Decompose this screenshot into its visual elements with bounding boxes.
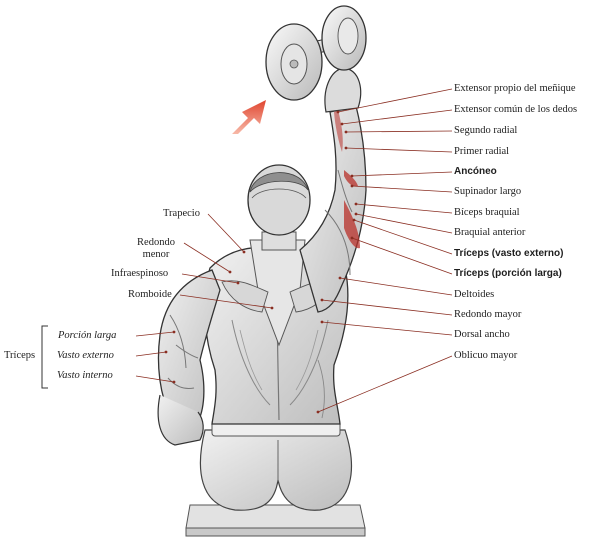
leader-dot	[172, 330, 176, 334]
leader-line	[135, 331, 175, 337]
highlight-triceps	[344, 200, 360, 249]
label-braquial-anterior: Braquial anterior	[454, 227, 526, 238]
leader-line	[355, 213, 453, 234]
label-triceps-vasto-externo: Tríceps (vasto externo)	[454, 248, 564, 259]
head	[247, 164, 311, 251]
label-oblicuo-mayor: Oblicuo mayor	[454, 350, 518, 361]
leader-dot	[350, 174, 354, 178]
leader-line	[351, 185, 453, 193]
triceps-bracket	[41, 325, 48, 389]
leader-dot	[242, 250, 246, 254]
label-supinador-largo: Supinador largo	[454, 186, 522, 197]
leader-dot	[350, 236, 354, 240]
leader-dot	[354, 212, 358, 216]
leader-line	[321, 321, 453, 336]
leader-line	[339, 277, 453, 296]
label-porcion-larga: Porción larga	[58, 330, 117, 341]
leader-dot	[354, 202, 358, 206]
leader-lines	[135, 88, 453, 414]
highlight-anconeus	[344, 170, 358, 187]
leader-dot	[270, 306, 274, 310]
highlight-forearm	[334, 110, 343, 152]
leader-dot	[320, 320, 324, 324]
label-segundo-radial: Segundo radial	[454, 125, 518, 136]
leader-line	[355, 203, 453, 214]
triceps-group-title: Tríceps	[4, 350, 36, 361]
label-infraespinoso: Infraespinoso	[111, 268, 169, 279]
leader-dot	[344, 146, 348, 150]
label-vasto-interno: Vasto interno	[57, 370, 113, 381]
leader-dot	[350, 184, 354, 188]
leader-dot	[344, 130, 348, 134]
label-anconeo: Ancóneo	[454, 166, 497, 177]
leader-line	[135, 351, 167, 357]
left-arm	[157, 269, 221, 446]
leader-dot	[320, 298, 324, 302]
label-triceps-porcion-larga: Tríceps (porción larga)	[454, 268, 562, 279]
label-vasto-externo: Vasto externo	[57, 350, 114, 361]
leader-line	[207, 213, 245, 253]
label-redondo-menor: Redondo menor	[137, 237, 175, 260]
leader-dot	[316, 410, 320, 414]
label-extensor-comun: Extensor común de los dedos	[454, 104, 578, 115]
label-romboide: Romboide	[128, 289, 172, 300]
right-arm	[299, 67, 367, 313]
leader-dot	[164, 350, 168, 354]
leader-dot	[336, 110, 340, 114]
label-dorsal-ancho: Dorsal ancho	[454, 329, 510, 340]
label-redondo-mayor: Redondo mayor	[454, 309, 522, 320]
leader-line	[321, 299, 453, 316]
leader-line	[345, 130, 453, 133]
leader-line	[179, 294, 273, 309]
leader-dot	[228, 270, 232, 274]
label-deltoides: Deltoides	[454, 289, 495, 300]
leader-dot	[352, 218, 356, 222]
label-trapecio: Trapecio	[163, 208, 200, 219]
up-arrow	[232, 100, 266, 134]
leader-dot	[172, 380, 176, 384]
leader-line	[353, 219, 453, 255]
leader-dot	[338, 276, 342, 280]
leader-dot	[236, 281, 240, 285]
leader-line	[345, 147, 453, 153]
leader-line	[351, 237, 453, 275]
dumbbell	[265, 5, 367, 101]
leader-line	[341, 109, 453, 125]
leader-line	[337, 88, 453, 113]
leader-line	[181, 273, 239, 284]
leader-line	[135, 375, 175, 383]
leader-dot	[340, 122, 344, 126]
leader-line	[317, 355, 453, 413]
label-extensor-propio: Extensor propio del meñique	[454, 83, 576, 94]
label-primer-radial: Primer radial	[454, 146, 510, 157]
leader-line	[351, 171, 453, 177]
label-biceps-braquial: Bíceps braquial	[454, 207, 520, 218]
leader-line	[183, 242, 231, 273]
bench	[185, 504, 366, 537]
hips	[199, 419, 352, 511]
